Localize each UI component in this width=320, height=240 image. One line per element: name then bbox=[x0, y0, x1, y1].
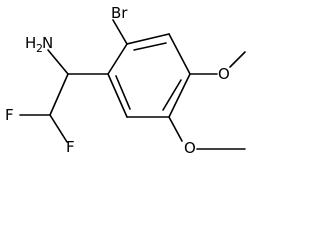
fluorine-right-label: F bbox=[66, 138, 75, 155]
ring-bond-1 bbox=[126, 33, 170, 45]
ring-bond-6 bbox=[107, 43, 128, 75]
ring-double-2 bbox=[162, 79, 182, 111]
bromine-label: Br bbox=[111, 4, 128, 22]
amine-h-label: H bbox=[25, 34, 36, 52]
structure-diagram: H 2 N Br F F O O bbox=[5, 4, 246, 155]
oxygen-top-label: O bbox=[218, 65, 230, 83]
bond-chain-2 bbox=[49, 73, 69, 116]
ring-double-1 bbox=[133, 42, 167, 51]
amine-subscript-label: 2 bbox=[36, 42, 43, 55]
bond-amine bbox=[47, 49, 69, 75]
amine-n-label: N bbox=[42, 34, 53, 52]
ring-bond-2 bbox=[168, 33, 191, 75]
ring-double-3 bbox=[115, 75, 131, 110]
bond-oxygen-bottom bbox=[168, 116, 183, 142]
oxygen-bottom-label: O bbox=[184, 139, 196, 155]
ring-bond-3 bbox=[168, 73, 191, 118]
ring-bond-5 bbox=[107, 73, 128, 118]
fluorine-left-label: F bbox=[5, 106, 14, 124]
bond-methyl-top bbox=[229, 51, 246, 68]
bond-bromine bbox=[112, 19, 128, 45]
bond-fluorine-right bbox=[49, 114, 68, 143]
